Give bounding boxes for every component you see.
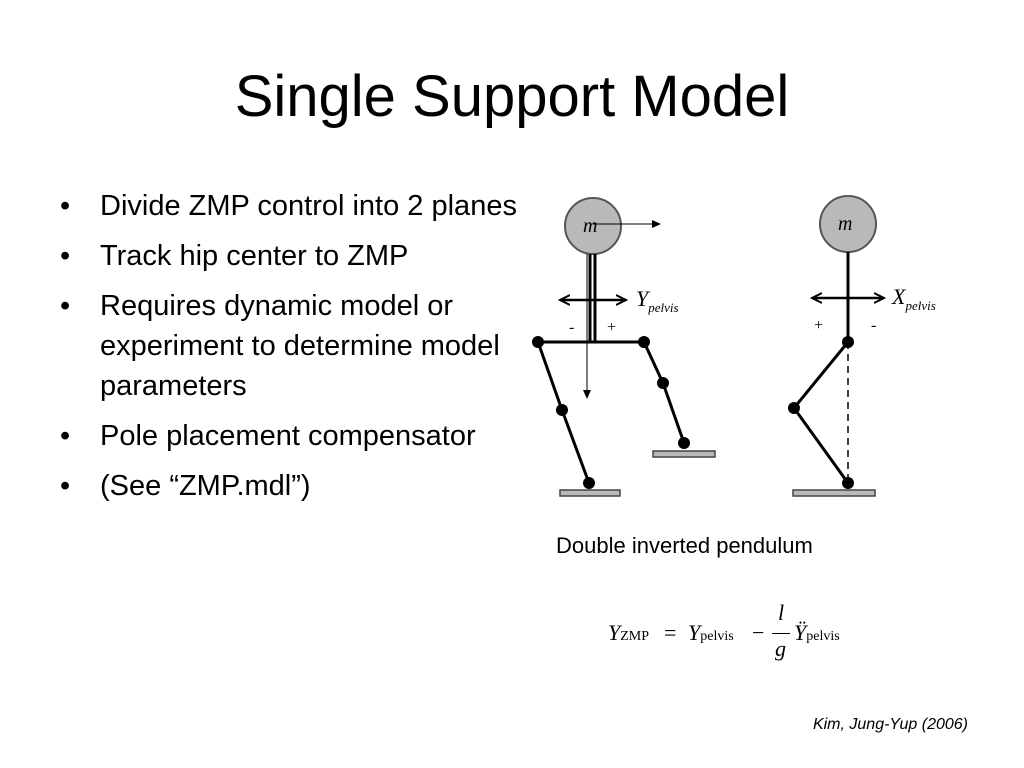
plus-sign: +: [607, 319, 616, 336]
minus-sign: -: [569, 319, 574, 336]
bullet-text: Requires dynamic model or experiment to …: [100, 290, 500, 402]
equation-rhs-term: Ypelvis: [688, 620, 734, 645]
knee-joint: [657, 377, 669, 389]
axis-label-x: Xpelvis: [891, 284, 936, 313]
bullet-text: Divide ZMP control into 2 planes: [100, 190, 517, 222]
bullet-dot: •: [60, 240, 71, 272]
bullet-text: Pole placement compensator: [100, 420, 476, 452]
fraction-bar: [772, 633, 790, 634]
bullet-dot: •: [60, 420, 71, 452]
mass-label: m: [583, 215, 597, 237]
bullet-dot: •: [60, 470, 71, 502]
hip-joint: [532, 336, 544, 348]
shin-left: [560, 409, 591, 484]
minus-sign: -: [871, 317, 876, 334]
plus-sign: +: [814, 317, 823, 334]
bullet-item: • Track hip center to ZMP: [58, 236, 528, 276]
thigh-left: [536, 341, 564, 411]
zmp-equation: YZMP = Ypelvis − l g Ÿpelvis: [608, 600, 868, 670]
axis-label-y: Ypelvis: [636, 286, 679, 315]
bullet-dot: •: [60, 190, 71, 222]
sagittal-pendulum: m Xpelvis + -: [788, 195, 936, 497]
bullet-text: Track hip center to ZMP: [100, 240, 409, 272]
pendulum-diagram: m Ypelvis - + m: [532, 195, 936, 497]
bullet-item: • (See “ZMP.mdl”): [58, 466, 528, 506]
bullet-text: (See “ZMP.mdl”): [100, 470, 311, 502]
ankle-joint: [678, 437, 690, 449]
hip-joint: [638, 336, 650, 348]
ankle-joint: [842, 477, 854, 489]
fraction-numerator: l: [778, 600, 785, 625]
bullet-item: • Divide ZMP control into 2 planes: [58, 186, 528, 226]
shin: [792, 407, 850, 484]
equation-lhs: YZMP: [608, 620, 650, 645]
foot-plate: [559, 489, 621, 497]
foot-plate: [652, 450, 716, 458]
knee-joint: [556, 404, 568, 416]
bullet-dot: •: [60, 290, 71, 322]
citation: Kim, Jung-Yup (2006): [812, 716, 968, 733]
mass-label: m: [838, 213, 852, 235]
equation-accel-term: Ÿpelvis: [794, 620, 840, 645]
bullet-item: • Requires dynamic model or experiment to…: [58, 286, 528, 406]
knee-joint: [788, 402, 800, 414]
minus-sign: −: [752, 620, 765, 645]
lateral-pendulum: m Ypelvis - +: [532, 197, 716, 497]
bullet-list: • Divide ZMP control into 2 planes • Track…: [58, 186, 528, 516]
hip-joint: [842, 336, 854, 348]
mass-circle: [564, 197, 622, 255]
thigh: [792, 341, 850, 409]
equals-sign: =: [664, 620, 677, 645]
ankle-joint: [583, 477, 595, 489]
figure-caption: Double inverted pendulum: [556, 533, 813, 558]
bullet-item: • Pole placement compensator: [58, 416, 528, 456]
slide-title: Single Support Model: [234, 64, 790, 129]
thigh-right: [642, 341, 665, 384]
foot-plate: [792, 489, 876, 497]
shin-right: [661, 382, 686, 444]
fraction-denominator: g: [775, 636, 786, 661]
